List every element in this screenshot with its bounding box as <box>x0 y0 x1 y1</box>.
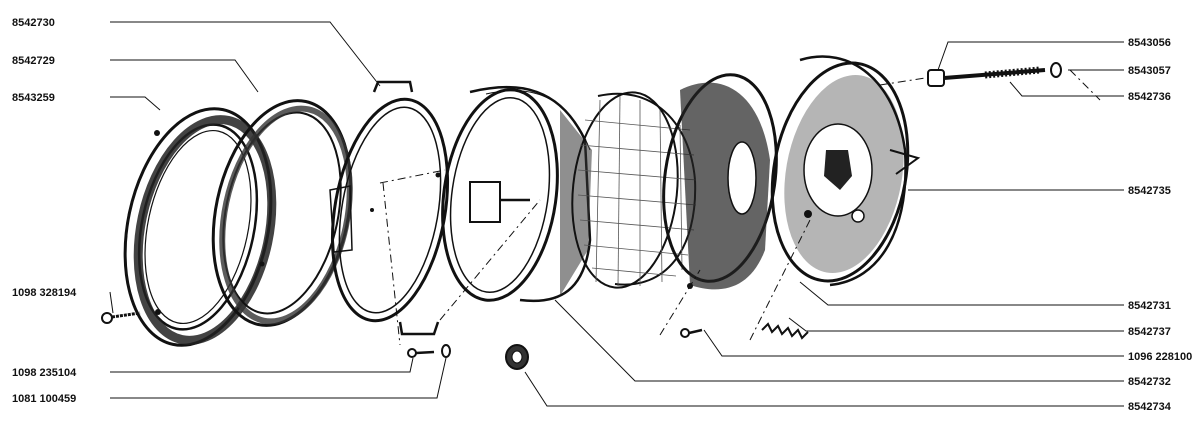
label-1096-228100: 1096 228100 <box>1128 351 1192 363</box>
label-8542729: 8542729 <box>12 55 55 67</box>
label-8542735: 8542735 <box>1128 185 1171 197</box>
label-8542730: 8542730 <box>12 17 55 29</box>
label-1098-328194: 1098 328194 <box>12 287 77 299</box>
assembly-axes <box>379 69 1101 346</box>
label-1081-100459: 1081 100459 <box>12 393 76 405</box>
part-labels: 8542730 8542729 8543259 1098 328194 1098… <box>12 17 1192 413</box>
label-8542734: 8542734 <box>1128 401 1172 413</box>
label-8543056: 8543056 <box>1128 37 1171 49</box>
lamp-body <box>441 85 592 303</box>
knob-8542734 <box>505 344 529 370</box>
label-1098-235104: 1098 235104 <box>12 367 77 379</box>
mounting-ring <box>329 80 450 336</box>
reflector-bowl <box>662 73 778 290</box>
washer-1081-100459 <box>441 344 451 358</box>
screw-1098-328194 <box>101 311 141 324</box>
screw-1096-228100 <box>680 328 703 338</box>
adjusting-screw <box>927 62 1062 87</box>
label-8542731: 8542731 <box>1128 300 1171 312</box>
outer-trim-ring <box>123 107 277 347</box>
label-8542737: 8542737 <box>1128 326 1171 338</box>
rear-housing <box>770 55 921 287</box>
label-8543259: 8543259 <box>12 92 55 104</box>
leader-lines <box>109 21 1124 407</box>
label-8542732: 8542732 <box>1128 376 1171 388</box>
spring <box>761 322 809 340</box>
label-8542736: 8542736 <box>1128 91 1171 103</box>
screw-1098-235104 <box>407 348 435 358</box>
retaining-ring <box>211 99 353 327</box>
label-8543057: 8543057 <box>1128 65 1171 77</box>
